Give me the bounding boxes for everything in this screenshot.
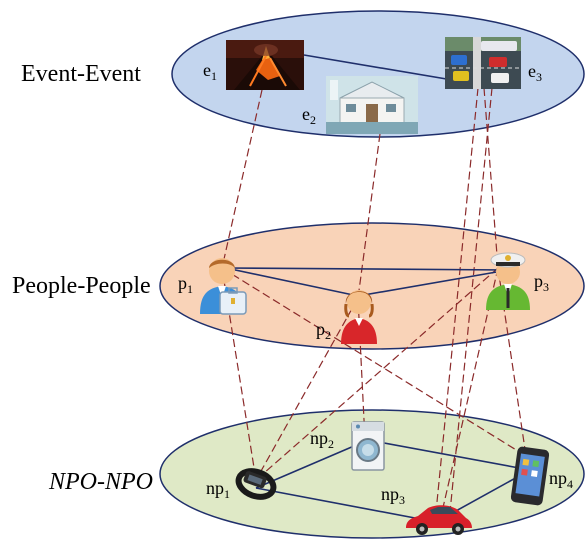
inter-edge-e3-np3 (435, 87, 479, 513)
woman-icon (341, 290, 377, 344)
npo-layer-ellipse (159, 409, 585, 539)
traffic-jam-icon (445, 37, 521, 89)
node-label-p2: p2 (316, 319, 331, 342)
smart-band-icon (235, 468, 277, 500)
car-icon (406, 505, 472, 535)
node-label-e3: e3 (528, 61, 542, 84)
intra-edge-np1-np3 (255, 487, 437, 523)
inter-edge-e3-p3 (483, 87, 499, 269)
node-label-np2: np2 (310, 428, 334, 451)
intra-edge-p2-p3 (357, 269, 509, 297)
node-label-e1: e1 (203, 60, 217, 83)
layer-label-event: Event-Event (21, 61, 141, 87)
node-label-np4: np4 (549, 468, 573, 491)
intra-edge-p1-p2 (225, 267, 359, 297)
node-label-np1: np1 (206, 478, 230, 501)
node-label-p1: p1 (178, 273, 193, 296)
node-label-p3: p3 (534, 271, 549, 294)
smartphone-icon (510, 446, 550, 506)
inter-edge-p3-np1 (255, 267, 499, 481)
inter-edge-e2-p2 (357, 133, 381, 299)
intra-edge-p1-p3 (225, 267, 509, 271)
washing-machine-icon (351, 421, 385, 471)
businessman-icon (200, 258, 247, 315)
layer-label-npo: NPO-NPO (48, 469, 153, 495)
node-label-e2: e2 (302, 104, 316, 127)
people-layer-ellipse (159, 222, 585, 350)
house-flood-icon (326, 76, 418, 134)
intra-edge-np2-np4 (367, 439, 531, 471)
node-label-np3: np3 (381, 484, 405, 507)
police-officer-icon (486, 252, 530, 310)
inter-edge-e3-np3 (449, 87, 493, 513)
intra-edge-np1-np2 (255, 439, 369, 489)
inter-edge-e1-p1 (221, 89, 263, 269)
volcano-icon (226, 40, 304, 90)
inter-edge-p2-np1 (255, 297, 359, 481)
layer-label-people: People-People (12, 273, 151, 299)
